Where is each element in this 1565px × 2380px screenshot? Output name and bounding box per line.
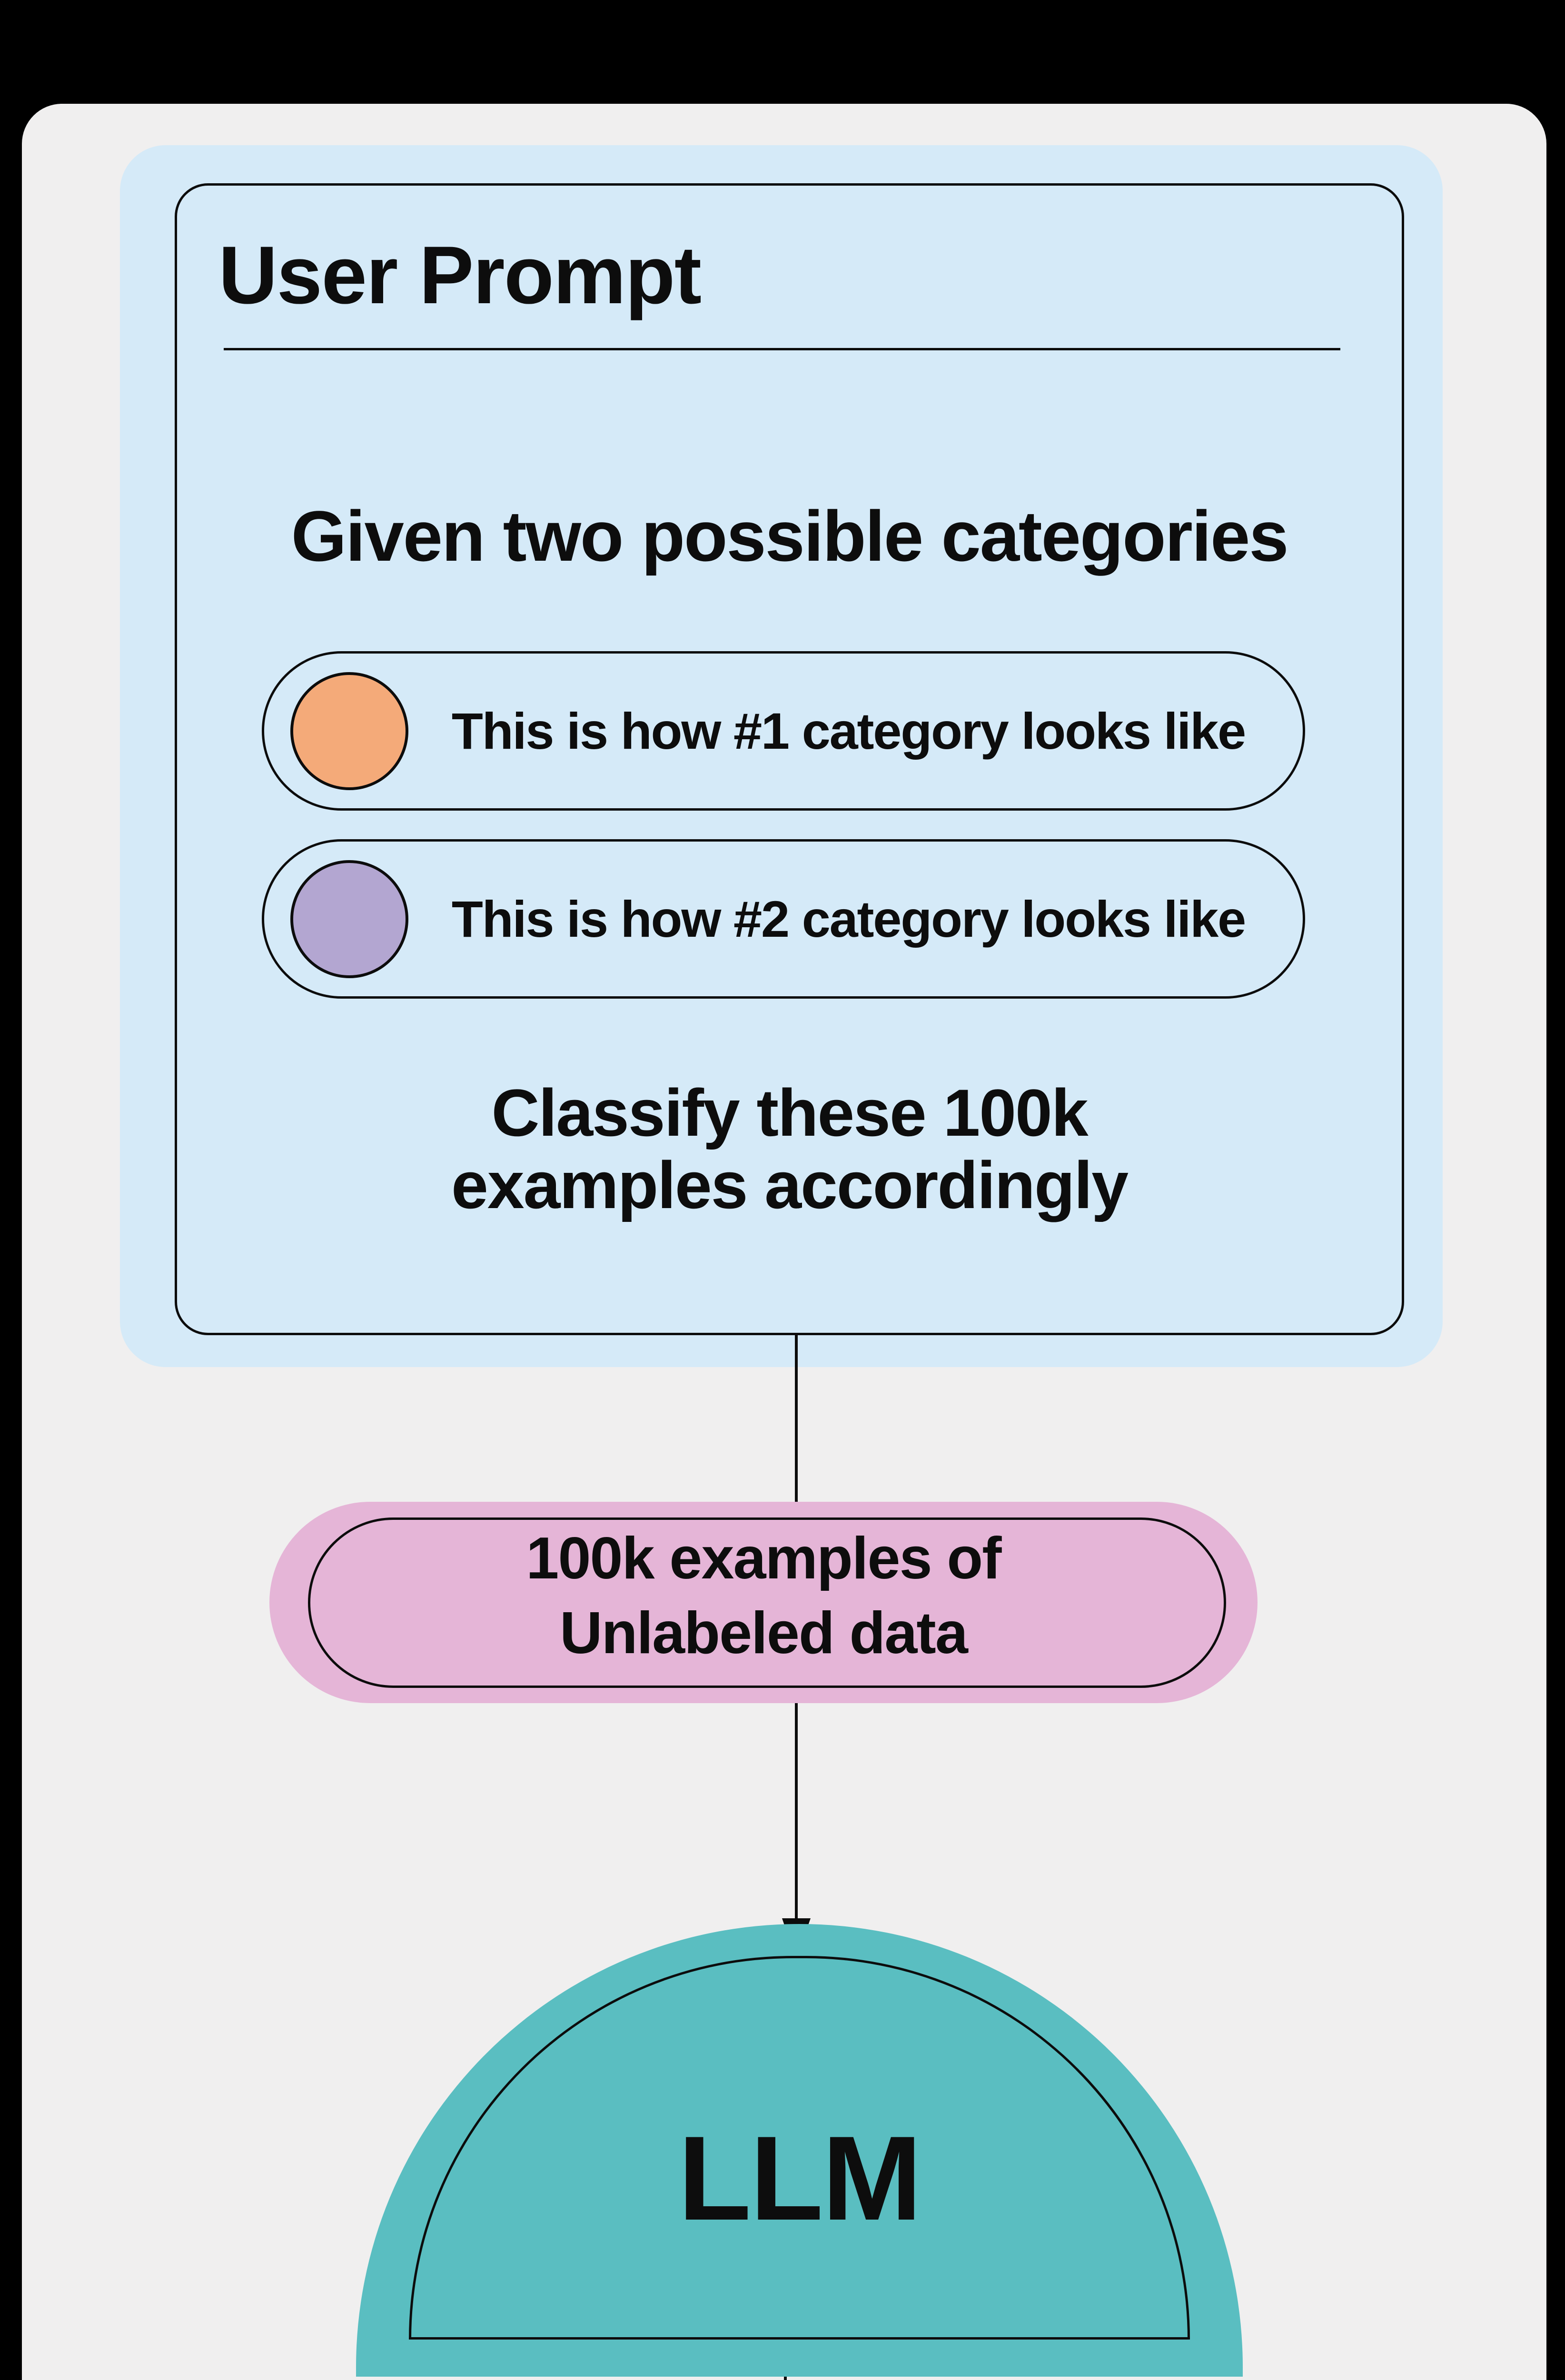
category-example-label-2: This is how #2 category looks like <box>451 890 1246 948</box>
user-prompt-title: User Prompt <box>218 229 702 321</box>
user-prompt-inner-frame <box>175 183 1404 1335</box>
category-example-row-2: This is how #2 category looks like <box>262 839 1305 999</box>
unlabeled-pill-line1: 100k examples of <box>526 1526 1001 1591</box>
llm-label: LLM <box>678 2112 922 2245</box>
title-underline <box>224 348 1340 350</box>
unlabeled-pill-text: 100k examples of Unlabeled data <box>269 1521 1258 1671</box>
category-2-swatch-icon <box>290 860 408 978</box>
connector-llm-stem <box>784 2377 787 2380</box>
prompt-instruction-line2: examples accordingly <box>451 1148 1129 1222</box>
unlabeled-pill-line2: Unlabeled data <box>560 1600 968 1666</box>
category-example-row-1: This is how #1 category looks like <box>262 651 1305 811</box>
prompt-instruction-text: Classify these 100k examples accordingly <box>175 1077 1404 1221</box>
arrow-pill-to-llm-line <box>795 1703 798 1922</box>
prompt-intro-text: Given two possible categories <box>291 496 1289 576</box>
unlabeled-data-pill <box>269 1502 1258 1703</box>
category-1-swatch-icon <box>290 672 408 790</box>
category-example-label-1: This is how #1 category looks like <box>451 702 1246 760</box>
connector-card-to-pill <box>795 1335 798 1502</box>
prompt-instruction-line1: Classify these 100k <box>491 1075 1088 1150</box>
unlabeled-pill-inner-frame <box>308 1517 1226 1688</box>
